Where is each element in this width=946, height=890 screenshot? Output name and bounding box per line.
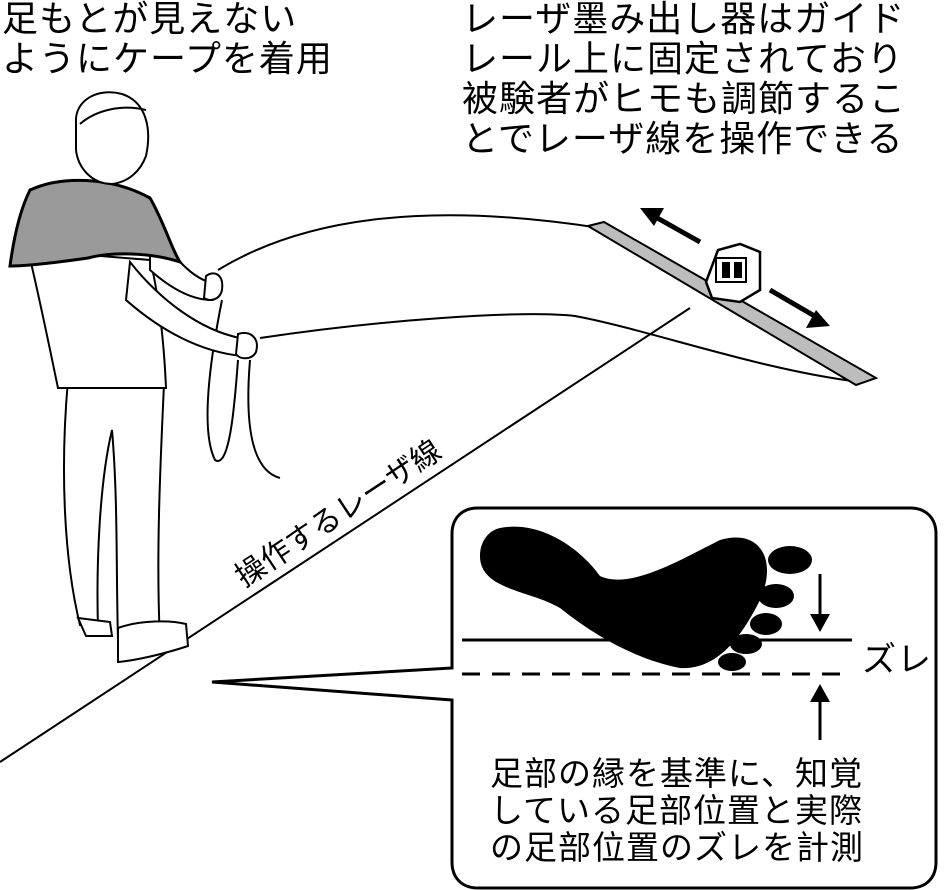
person-hand-lower	[234, 332, 258, 360]
subject-person	[8, 91, 258, 664]
person-head	[75, 91, 150, 186]
laser-device	[704, 242, 762, 304]
laser-device-note: レーザ墨み出し器はガイド レール上に固定されており 被験者がヒモも調節するこ と…	[462, 0, 907, 160]
person-foot-back	[76, 616, 114, 637]
offset-arrow-down	[810, 574, 830, 632]
person-hand-upper	[202, 272, 224, 301]
string-upper	[217, 214, 601, 271]
person-torso	[26, 248, 168, 389]
string-hanging-2	[247, 359, 281, 479]
move-arrow-right	[768, 287, 830, 328]
footprint	[480, 526, 812, 671]
cape-note: 足もとが見えない ようにケープを着用	[2, 0, 333, 80]
offset-label: ズレ	[862, 640, 932, 680]
string-lower	[259, 313, 861, 383]
laser-line	[0, 307, 691, 763]
person-foot-front	[117, 620, 190, 664]
string-hanging-1	[206, 299, 239, 462]
person-legs	[63, 378, 166, 641]
guide-rail	[585, 220, 879, 387]
person-cape	[8, 178, 184, 268]
laser-line-label: 操作するレーザ線	[229, 433, 448, 594]
measurement-note: 足部の縁を基準に、知覚 している足部位置と実際 の足部位置のズレを計測	[490, 754, 864, 867]
offset-arrow-up	[810, 684, 830, 740]
move-arrow-left	[640, 208, 702, 245]
